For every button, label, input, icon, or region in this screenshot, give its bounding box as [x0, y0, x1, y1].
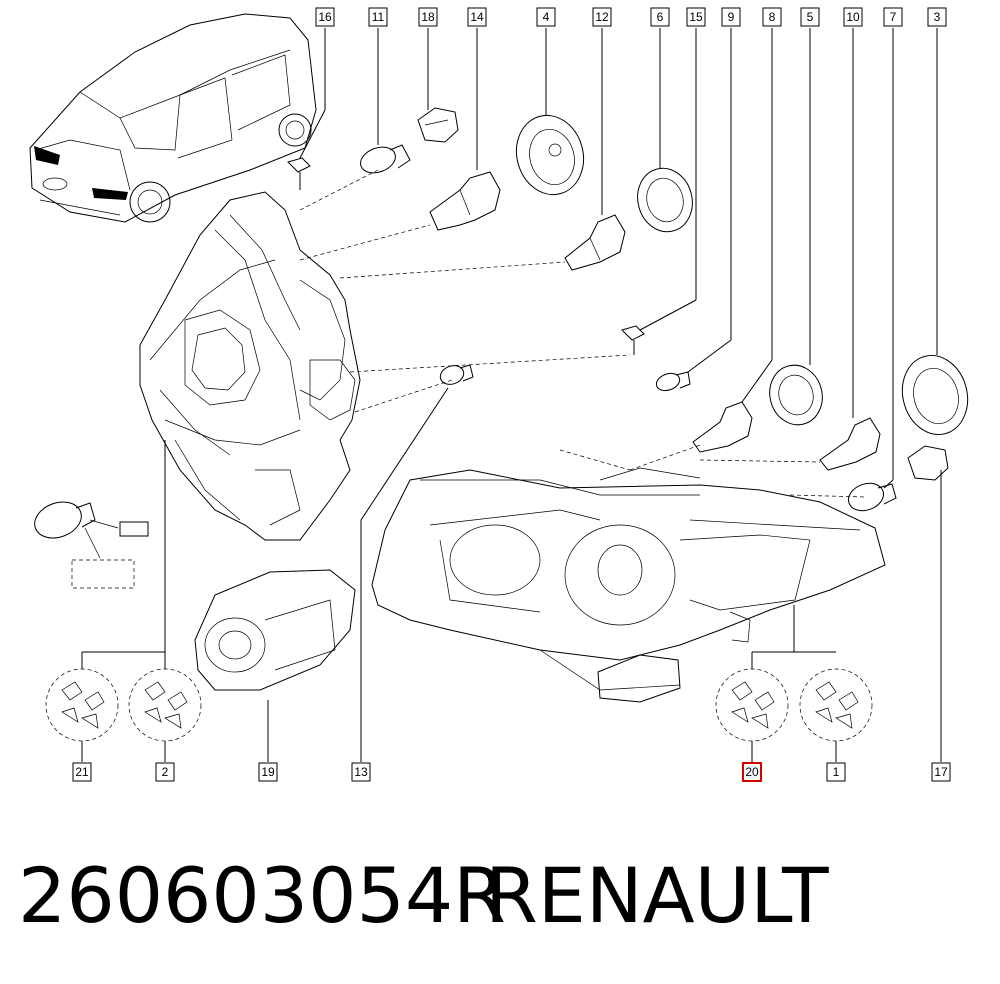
socket-17: [907, 445, 949, 481]
car-illustration: [29, 13, 317, 223]
callout-7[interactable]: 7: [883, 7, 903, 27]
svg-text:3: 3: [934, 10, 941, 24]
callout-11[interactable]: 11: [368, 7, 388, 27]
callout-14[interactable]: 14: [467, 7, 487, 27]
svg-text:8: 8: [769, 10, 776, 24]
socket-18: [417, 107, 459, 143]
svg-text:15: 15: [689, 10, 703, 24]
callout-9[interactable]: 9: [721, 7, 741, 27]
ring-6: [637, 167, 693, 233]
svg-text:2: 2: [162, 765, 169, 779]
svg-text:10: 10: [846, 10, 860, 24]
svg-text:7: 7: [890, 10, 897, 24]
svg-text:5: 5: [807, 10, 814, 24]
svg-text:9: 9: [728, 10, 735, 24]
right-headlamp: [371, 467, 886, 703]
svg-text:21: 21: [75, 765, 89, 779]
callout-4[interactable]: 4: [536, 7, 556, 27]
bulb-9: [655, 371, 691, 392]
callout-21[interactable]: 21: [72, 762, 92, 782]
bulb-11: [360, 144, 411, 174]
svg-text:4: 4: [543, 10, 550, 24]
svg-text:1: 1: [833, 765, 840, 779]
svg-text:6: 6: [657, 10, 664, 24]
svg-text:16: 16: [318, 10, 332, 24]
bulb-kit-21: [45, 668, 119, 742]
svg-text:20: 20: [745, 765, 759, 779]
callout-8[interactable]: 8: [762, 7, 782, 27]
brand-name: RENAULT: [485, 851, 829, 940]
svg-text:19: 19: [261, 765, 275, 779]
callout-15[interactable]: 15: [686, 7, 706, 27]
callout-12[interactable]: 12: [592, 7, 612, 27]
ring-5: [769, 364, 823, 426]
callout-17[interactable]: 17: [931, 762, 951, 782]
bulb-14: [429, 171, 501, 231]
bulb-13: [439, 364, 474, 385]
indicator-bulb: [34, 501, 149, 589]
svg-text:17: 17: [934, 765, 948, 779]
bulb-kit-2: [128, 668, 202, 742]
svg-text:11: 11: [372, 10, 385, 24]
leader-lines: [81, 28, 942, 762]
svg-text:13: 13: [354, 765, 368, 779]
screw-16: [287, 157, 311, 190]
part-number: 260603054R: [18, 851, 506, 940]
callout-20[interactable]: 20: [742, 762, 762, 782]
left-headlamp-housing: [139, 191, 361, 541]
callout-6[interactable]: 6: [650, 7, 670, 27]
screw-15: [621, 325, 645, 355]
callout-19[interactable]: 19: [258, 762, 278, 782]
bulb-7: [848, 482, 897, 512]
bulb-kit-1: [799, 668, 873, 742]
svg-text:18: 18: [421, 10, 435, 24]
callout-2[interactable]: 2: [155, 762, 175, 782]
callout-5[interactable]: 5: [800, 7, 820, 27]
bulb-10: [819, 417, 881, 471]
fog-lamp-19: [194, 569, 356, 691]
cap-3: [901, 354, 969, 436]
callout-16[interactable]: 16: [315, 7, 335, 27]
callout-3[interactable]: 3: [927, 7, 947, 27]
callout-18[interactable]: 18: [418, 7, 438, 27]
bulb-kit-20: [715, 668, 789, 742]
callout-1[interactable]: 1: [826, 762, 846, 782]
svg-text:12: 12: [595, 10, 609, 24]
svg-text:14: 14: [470, 10, 484, 24]
bulb-8: [692, 401, 753, 453]
cap-4: [515, 114, 585, 196]
bulb-12: [564, 214, 626, 271]
callout-10[interactable]: 10: [843, 7, 863, 27]
callout-13[interactable]: 13: [351, 762, 371, 782]
